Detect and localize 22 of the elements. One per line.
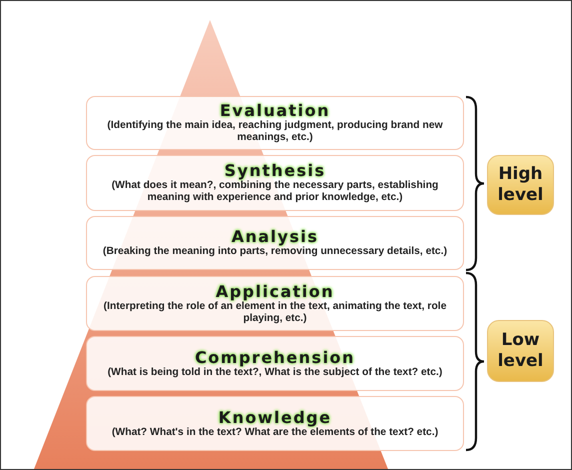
level-description: (Breaking the meaning into parts, removing unnecessary details, etc.) <box>102 246 448 258</box>
level-title: Comprehension <box>194 348 356 366</box>
level-title: Knowledge <box>218 408 332 426</box>
level-description: (What is being told in the text?, What is the subject of the text? etc.) <box>108 366 442 378</box>
level-description: (What does it mean?, combining the necessary parts, establishing meaning with experience and prior knowledge, etc.) <box>110 180 440 204</box>
level-box <box>86 396 464 451</box>
level-description: (Identifying the main idea, reaching judgment, producing brand new meanings, etc.) <box>106 120 444 144</box>
level-label: Low level <box>496 330 544 372</box>
level-title: Application <box>216 282 334 300</box>
level-title: Synthesis <box>224 162 326 180</box>
level-box <box>86 155 464 211</box>
level-box <box>86 336 464 391</box>
level-badge <box>487 320 554 382</box>
level-title: Evaluation <box>220 102 330 120</box>
level-title: Analysis <box>231 228 318 246</box>
level-box <box>86 216 464 270</box>
level-badge <box>487 155 554 215</box>
level-box <box>86 276 464 331</box>
level-description: (Interpreting the role of an element in the text, animating the text, role playing, etc.) <box>102 300 448 324</box>
level-box <box>86 96 464 150</box>
level-description: (What? What's in the text? What are the elements of the text? etc.) <box>112 426 438 438</box>
level-label: High level <box>496 164 544 206</box>
